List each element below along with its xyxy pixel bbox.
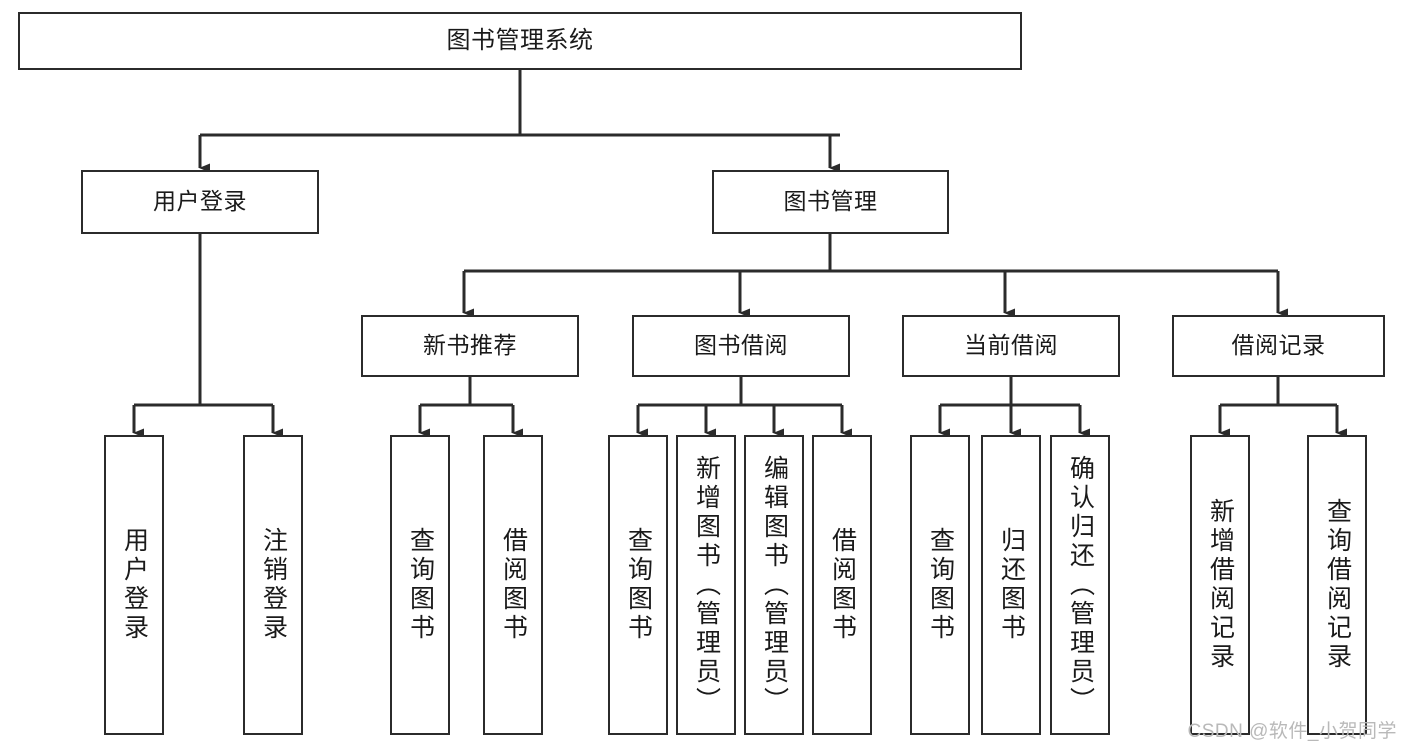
node-leaf-query-book-1[interactable]: 查询图书 bbox=[390, 435, 450, 735]
node-leaf-query-book-2[interactable]: 查询图书 bbox=[608, 435, 668, 735]
node-leaf-user-logout-label: 注销登录 bbox=[259, 527, 288, 643]
node-leaf-return-book-label: 归还图书 bbox=[997, 527, 1026, 643]
node-leaf-edit-book-label: 编辑图书（管理员） bbox=[760, 454, 789, 716]
node-borrow-record[interactable]: 借阅记录 bbox=[1172, 315, 1385, 377]
node-leaf-query-book-3[interactable]: 查询图书 bbox=[910, 435, 970, 735]
node-leaf-query-book-2-label: 查询图书 bbox=[624, 527, 653, 643]
node-leaf-user-login-label: 用户登录 bbox=[120, 527, 149, 643]
node-current-borrow-label: 当前借阅 bbox=[964, 332, 1058, 359]
node-root[interactable]: 图书管理系统 bbox=[18, 12, 1022, 70]
node-book-borrow[interactable]: 图书借阅 bbox=[632, 315, 850, 377]
node-leaf-user-logout[interactable]: 注销登录 bbox=[243, 435, 303, 735]
node-leaf-user-login[interactable]: 用户登录 bbox=[104, 435, 164, 735]
node-leaf-query-book-3-label: 查询图书 bbox=[926, 527, 955, 643]
node-leaf-borrow-book-2-label: 借阅图书 bbox=[828, 527, 857, 643]
node-leaf-borrow-book-1[interactable]: 借阅图书 bbox=[483, 435, 543, 735]
node-new-book-rec[interactable]: 新书推荐 bbox=[361, 315, 579, 377]
node-leaf-add-record[interactable]: 新增借阅记录 bbox=[1190, 435, 1250, 735]
node-user-login-label: 用户登录 bbox=[153, 188, 247, 215]
node-leaf-query-record-label: 查询借阅记录 bbox=[1323, 498, 1352, 672]
node-leaf-return-book[interactable]: 归还图书 bbox=[981, 435, 1041, 735]
node-leaf-confirm-return-label: 确认归还（管理员） bbox=[1066, 454, 1095, 716]
node-leaf-confirm-return[interactable]: 确认归还（管理员） bbox=[1050, 435, 1110, 735]
node-new-book-rec-label: 新书推荐 bbox=[423, 332, 517, 359]
watermark: CSDN @软件_小贺同学 bbox=[1187, 721, 1397, 742]
node-leaf-query-book-1-label: 查询图书 bbox=[406, 527, 435, 643]
node-borrow-record-label: 借阅记录 bbox=[1231, 332, 1326, 359]
node-root-label: 图书管理系统 bbox=[446, 26, 594, 54]
node-leaf-borrow-book-2[interactable]: 借阅图书 bbox=[812, 435, 872, 735]
node-leaf-borrow-book-1-label: 借阅图书 bbox=[499, 527, 528, 643]
node-book-borrow-label: 图书借阅 bbox=[694, 332, 788, 359]
node-leaf-edit-book[interactable]: 编辑图书（管理员） bbox=[744, 435, 804, 735]
node-leaf-add-record-label: 新增借阅记录 bbox=[1206, 498, 1235, 672]
node-user-login[interactable]: 用户登录 bbox=[81, 170, 319, 234]
node-book-manage-label: 图书管理 bbox=[783, 188, 878, 215]
node-leaf-add-book-label: 新增图书（管理员） bbox=[692, 454, 721, 716]
node-leaf-query-record[interactable]: 查询借阅记录 bbox=[1307, 435, 1367, 735]
node-leaf-add-book[interactable]: 新增图书（管理员） bbox=[676, 435, 736, 735]
node-current-borrow[interactable]: 当前借阅 bbox=[902, 315, 1120, 377]
node-book-manage[interactable]: 图书管理 bbox=[712, 170, 949, 234]
